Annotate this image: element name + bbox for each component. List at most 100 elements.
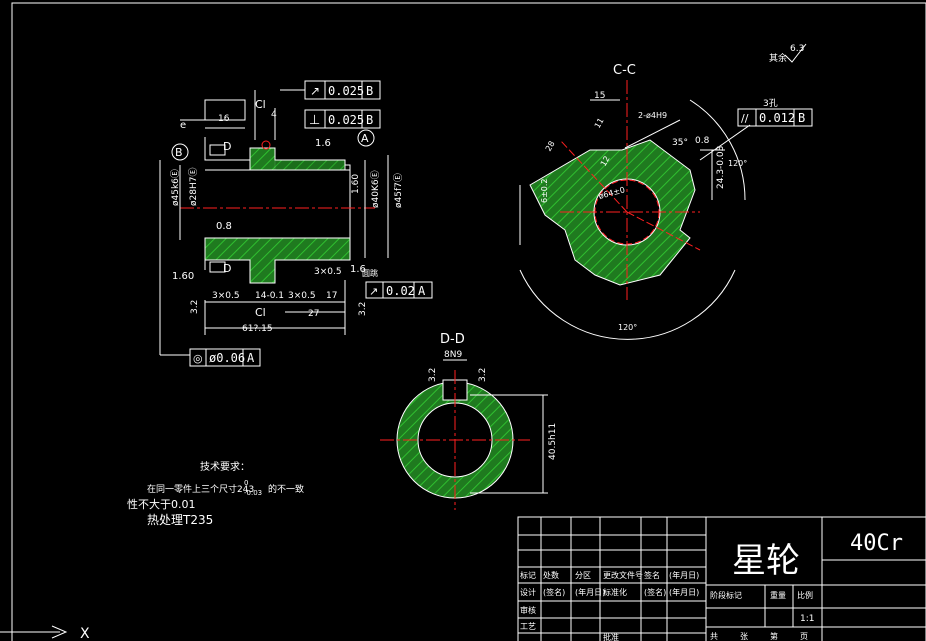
roughness-other-label: 其余: [769, 52, 787, 64]
rough-3-2-c: 3.2: [428, 368, 438, 382]
tb-sheet: 张: [740, 632, 748, 641]
dim-0-8: 0.8: [695, 136, 710, 146]
tolerance-frame-cc: [737, 108, 813, 127]
ucs-icon: [0, 625, 68, 639]
dim-45f7: ø45f7Ⓔ: [393, 173, 404, 208]
section-cc-label: C-C: [613, 63, 636, 78]
dim-d-bot: D: [223, 262, 231, 275]
dim-2-4h9: 2-ø4H9: [638, 111, 667, 120]
tb-review: 审核: [520, 605, 536, 615]
tb-scale-value: 1:1: [800, 614, 814, 624]
rough-3-2-d: 3.2: [478, 368, 488, 382]
tol4-symbol: ◎: [193, 352, 203, 365]
dim-c-top: Cl: [255, 98, 266, 111]
tol3-value: 0.02: [386, 284, 415, 298]
technical-requirements: 技术要求： 在同一零件上三个尺寸243 0 -0.03 的不一致 性不大于0.0…: [127, 460, 304, 527]
rough-1-6-b: 1.60: [172, 271, 194, 282]
dim-14: 14-0.1: [255, 291, 284, 301]
rough-3-2-b: 3.2: [358, 302, 368, 316]
tol4-ref: A: [247, 351, 255, 365]
datum-b-label: B: [175, 146, 183, 159]
tb-sign: 签名: [644, 570, 660, 580]
rough-0-8: 0.8: [216, 221, 232, 232]
title-part-name: 星轮: [732, 541, 800, 581]
tech-tol-bot: -0.03: [244, 489, 262, 497]
ucs-x-label: X: [80, 626, 90, 641]
dim-17: 17: [326, 291, 337, 301]
tolerance-frame-3: [365, 281, 433, 299]
main-section-view[interactable]: [159, 89, 389, 356]
tol-cc-symbol: //: [741, 112, 749, 125]
sheet-border: [11, 2, 926, 641]
tol4-value: ø0.06: [209, 351, 245, 365]
datum-b-circle: [171, 143, 189, 161]
dim-c-bot: Cl: [255, 306, 266, 319]
tol1-ref: B: [366, 84, 373, 98]
dim-11: 11: [593, 117, 606, 130]
tech-line1b: 的不一致: [268, 483, 304, 495]
tol-cc-ref: B: [798, 111, 805, 125]
title-material: 40Cr: [850, 531, 903, 556]
tb-process: 工艺: [520, 622, 536, 631]
tech-line2: 性不大于0.01: [127, 497, 196, 511]
tol2-ref: B: [366, 113, 373, 127]
tol3-ref: A: [418, 284, 426, 298]
section-dd-view[interactable]: [380, 359, 548, 510]
dim-e: e: [180, 120, 186, 131]
dim-120-top: 120°: [728, 159, 747, 168]
label-round-runout: 圆跳: [362, 268, 378, 278]
tb-date3: (年月日): [669, 587, 699, 597]
tb-weight: 重量: [770, 590, 786, 600]
tb-docno: 更改文件号: [603, 570, 643, 580]
tol1-symbol: ↗: [310, 84, 320, 98]
tb-sign3: (签名): [644, 587, 666, 597]
rough-1-6-c: 1.60: [351, 174, 361, 194]
tb-count: 处数: [543, 570, 559, 580]
dim-40k6: ø40K6Ⓔ: [370, 170, 381, 208]
dim-45k6: ø45k6Ⓔ: [170, 169, 181, 206]
section-dd-label: D-D: [440, 332, 465, 347]
tb-stage: 阶段标记: [710, 590, 742, 600]
tech-line3: 热处理T235: [147, 513, 213, 527]
tb-design: 设计: [520, 587, 536, 597]
dim-16: 16: [218, 114, 230, 124]
dim-12: 12: [599, 155, 612, 168]
dim-40-5: 40.5h11: [548, 423, 558, 460]
rough-1-6-d: 1.6: [350, 264, 366, 275]
dim-61: 61?.15: [242, 324, 273, 334]
dim-3x05-a: 3×0.5: [212, 291, 240, 301]
tol3-symbol: ↗: [369, 285, 378, 298]
tol2-value: 0.025: [328, 113, 364, 127]
datum-a-circle: [357, 129, 375, 147]
dim-4: 4: [271, 110, 277, 120]
tb-mark: 标记: [520, 570, 536, 580]
tb-std: 标准化: [603, 587, 627, 597]
dim-24-3: 24.3-0.03: [716, 146, 726, 189]
tb-sign2: (签名): [543, 587, 565, 597]
datum-a-label: A: [361, 132, 369, 145]
tb-date: (年月日): [669, 570, 699, 580]
tb-total: 共: [710, 632, 718, 641]
tb-scale: 比例: [797, 590, 813, 600]
tb-approve: 批准: [603, 632, 619, 641]
tolerance-frame-4: [189, 348, 261, 367]
tol1-value: 0.025: [328, 84, 364, 98]
roughness-other-value: 6.3: [790, 44, 804, 54]
title-block: [517, 516, 926, 641]
dim-8n9: 8N9: [444, 350, 462, 360]
dim-3x05-c: 3×0.5: [314, 267, 342, 277]
dim-28h7: ø28H7Ⓔ: [188, 168, 199, 206]
tb-no: 第: [770, 631, 778, 641]
section-cc-view[interactable]: [519, 80, 751, 340]
dim-6: 6±0.2: [540, 178, 549, 203]
tech-tol-top: 0: [244, 479, 248, 487]
tech-title: 技术要求：: [200, 460, 250, 473]
tolerance-frame-2: [304, 109, 381, 129]
tolerance-frame-1: [304, 80, 381, 100]
roughness-symbol: [784, 43, 807, 63]
dim-d-top: D: [223, 140, 231, 153]
tol2-symbol: ⊥: [309, 113, 320, 128]
rough-3-2-a: 3.2: [190, 300, 200, 314]
